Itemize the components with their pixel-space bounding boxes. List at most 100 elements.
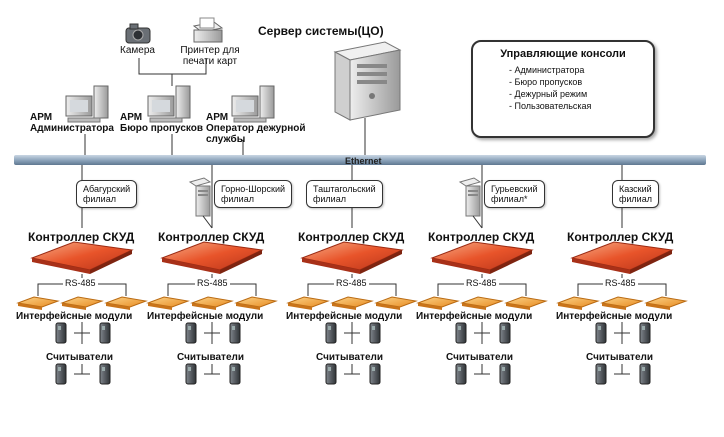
interface-module-icon [558, 303, 582, 310]
branch-server-icon [468, 194, 478, 196]
controller-board-icon [300, 241, 404, 271]
controller-board-icon [430, 241, 534, 271]
workstation-links [84, 118, 366, 156]
card-reader-icon [642, 326, 645, 330]
interface-module-icon [62, 303, 86, 310]
card-reader-icon [188, 326, 191, 330]
controller-title: Контроллер СКУД [158, 230, 265, 244]
card-reader-icon [598, 367, 601, 371]
rs485-label: RS-485 [195, 278, 230, 288]
card-reader-icon [372, 367, 375, 371]
workstation-icon-pass-office [147, 85, 191, 123]
console-item: - Дежурный режим [509, 89, 588, 99]
readers-title: Считыватели [586, 352, 654, 363]
interface-module-icon [192, 303, 216, 310]
controller-board-icon [90, 250, 132, 274]
consoles-title: Управляющие консоли [500, 48, 626, 60]
branch-box-abagur: Абагурский филиал [76, 180, 138, 208]
workstation-label-admin: АРМ Администратора [30, 112, 114, 134]
ethernet-label: Ethernet [345, 156, 382, 166]
branch-server-icon [188, 177, 212, 187]
interface-module-icon [146, 296, 190, 308]
readers-title: Считыватели [177, 352, 245, 363]
interface-module-icon [286, 296, 330, 308]
interface-module-icon [460, 296, 504, 308]
controller-board-icon [32, 258, 90, 274]
interface-module-icon [462, 303, 486, 310]
interface-module-icon [602, 303, 626, 310]
controller-title: Контроллер СКУД [28, 230, 135, 244]
console-item: - Администратора [509, 65, 585, 75]
controller-title: Контроллер СКУД [567, 230, 674, 244]
readers-title: Считыватели [316, 352, 384, 363]
card-reader-icon [232, 326, 235, 330]
interface-module-icon [106, 303, 130, 310]
card-reader-icon [328, 367, 331, 371]
camera-icon [125, 23, 151, 44]
modules-title: Интерфейсные модули [147, 311, 264, 322]
card-reader-icon [58, 367, 61, 371]
interface-module-icon [418, 303, 442, 310]
card-reader-icon [102, 326, 105, 330]
controller-title: Контроллер СКУД [428, 230, 535, 244]
card-reader-icon [502, 367, 505, 371]
interface-module-icon [416, 296, 460, 308]
console-item: - Пользовательская [509, 101, 592, 111]
branch-server-icon [198, 190, 208, 192]
camera-label: Камера [120, 45, 155, 56]
card-reader-icon [58, 326, 61, 330]
controller-board-icon [572, 258, 630, 274]
card-reader-icon [232, 367, 235, 371]
interface-module-icon [504, 296, 548, 308]
card-reader-icon [328, 326, 331, 330]
interface-module-icon [600, 296, 644, 308]
server-icon [333, 41, 402, 121]
branch-box-gorno-shor: Горно-Шорский филиал [214, 180, 293, 208]
card-reader-icon [458, 326, 461, 330]
branch-link [472, 215, 483, 229]
controller-board-icon [432, 258, 490, 274]
modules-title: Интерфейсные модули [16, 311, 133, 322]
controller-board-icon [160, 241, 264, 271]
controller-board-icon [30, 241, 134, 271]
workstation-icon-admin [65, 85, 109, 123]
branch-link [202, 215, 213, 229]
peripheral-links [138, 58, 207, 86]
card-reader-icon [372, 326, 375, 330]
readers-title: Считыватели [46, 352, 114, 363]
rs485-label: RS-485 [63, 278, 98, 288]
interface-module-icon [16, 296, 60, 308]
ethernet-bus [14, 155, 706, 165]
branch-box-guryevsk: Гурьевский филиал* [484, 180, 545, 208]
console-item: - Бюро пропусков [509, 77, 583, 87]
modules-title: Интерфейсные модули [556, 311, 673, 322]
server-title: Сервер системы(ЦО) [258, 24, 384, 38]
interface-module-icon [234, 296, 278, 308]
rs485-label: RS-485 [464, 278, 499, 288]
controller-board-icon [360, 250, 402, 274]
interface-module-icon [148, 303, 172, 310]
card-reader-icon [102, 367, 105, 371]
interface-module-icon [18, 303, 42, 310]
control-consoles-box: Управляющие консоли - Администратора - Б… [471, 40, 655, 138]
interface-module-icon [190, 296, 234, 308]
workstation-label-pass-office: АРМ Бюро пропусков [120, 112, 204, 134]
branch-server-icon [468, 190, 478, 192]
card-reader-icon [642, 367, 645, 371]
controller-title: Контроллер СКУД [298, 230, 405, 244]
interface-module-icon [374, 296, 418, 308]
controller-board-icon [220, 250, 262, 274]
controller-board-icon [302, 258, 360, 274]
interface-module-icon [644, 296, 688, 308]
readers-title: Считыватели [446, 352, 514, 363]
printer-icon [192, 17, 224, 43]
branch-server-icon [198, 194, 208, 196]
consoles-list: - Администратора - Бюро пропусков - Дежу… [509, 64, 591, 112]
card-reader-icon [502, 326, 505, 330]
workstation-icon-duty [231, 85, 275, 123]
modules-title: Интерфейсные модули [416, 311, 533, 322]
modules-title: Интерфейсные модули [286, 311, 403, 322]
controller-board-icon [630, 250, 672, 274]
interface-module-icon [506, 303, 530, 310]
